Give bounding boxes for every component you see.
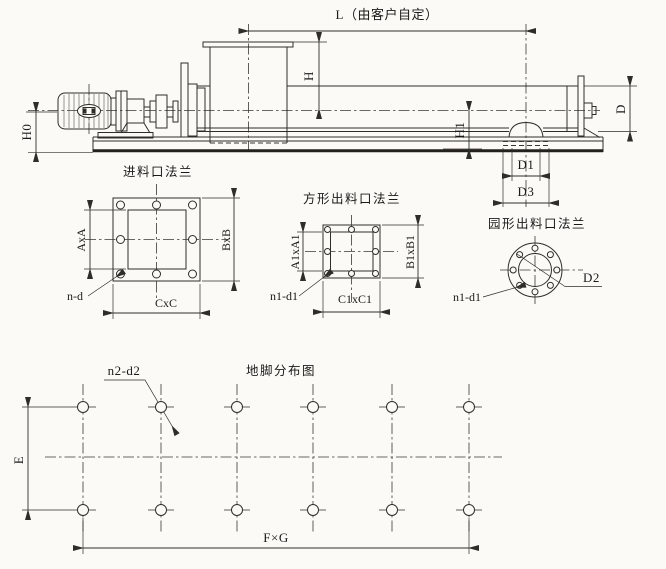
coupling xyxy=(143,94,179,129)
drive-foot-plate xyxy=(97,132,154,139)
square-outlet-title: 方形出料口法兰 xyxy=(303,191,401,206)
foundation-layout-view: 地脚分布图 n2-d2 E xyxy=(11,363,502,554)
inlet-holes-label: n-d xyxy=(67,289,83,303)
reducer xyxy=(97,90,154,139)
base-frame xyxy=(28,136,604,153)
square-outlet-bolt-label: B1xB1 xyxy=(403,235,417,269)
inlet-inner-dim-label: AxA xyxy=(74,228,88,252)
inlet-flange-title: 进料口法兰 xyxy=(123,165,193,179)
foundation-column-centerlines xyxy=(82,384,470,534)
outlet-height-label: H1 xyxy=(452,122,467,139)
dim-square-outlet-inner: A1xA1 xyxy=(288,222,322,281)
dim-outlet-diameters: D1 D3 xyxy=(493,157,559,206)
dim-square-outlet-outer: C1xC1 xyxy=(313,281,390,318)
round-outlet-bore xyxy=(518,253,552,287)
square-outlet-outer-label: C1xC1 xyxy=(338,292,372,306)
dim-square-outlet-bolt: B1xB1 xyxy=(382,215,424,288)
inlet-outer-dim-label: CxC xyxy=(155,296,177,310)
dim-outlet-height: H1 xyxy=(443,101,482,159)
tube-diameter-label: D xyxy=(613,104,628,114)
foundation-bolt-holes xyxy=(77,401,475,516)
outlet-inner-dia-label: D1 xyxy=(518,157,535,172)
inlet-bolt-dim-label: BxB xyxy=(219,229,233,251)
motor-nameplate xyxy=(77,104,101,118)
dim-length: L（由客户自定） xyxy=(238,7,536,34)
foundation-row-spacing-label: E xyxy=(11,456,26,464)
dim-drive-height: H0 xyxy=(19,102,57,162)
round-outlet-flange-view: 园形出料口法兰 D2 n1-d1 xyxy=(453,217,602,304)
machine-side-view: L（由客户自定） H H1 H0 D D1 xyxy=(19,7,637,207)
foundation-hole-marks xyxy=(70,406,482,511)
inlet-flange-bolt-holes xyxy=(116,200,197,279)
end-bearing-plate xyxy=(577,75,585,137)
inlet-hopper xyxy=(202,41,294,144)
foundation-length-label: F×G xyxy=(263,530,288,545)
dim-foundation-row-spacing: E xyxy=(11,397,70,520)
dim-foundation-length: F×G xyxy=(73,518,479,554)
dim-inlet-height: H xyxy=(293,32,327,119)
dim-inlet-flange-outer: CxC xyxy=(103,284,210,319)
drive-unit xyxy=(57,62,206,139)
end-shaft-stub xyxy=(591,106,597,115)
tube-left-cap xyxy=(196,87,206,132)
inlet-height-label: H xyxy=(301,71,316,81)
inlet-flange-plate xyxy=(202,41,294,48)
outlet-outer-dia-label: D3 xyxy=(518,184,535,199)
round-outlet-bolt-circle-label: D2 xyxy=(583,270,600,285)
length-dim-label: L（由客户自定） xyxy=(336,7,439,22)
square-outlet-holes-label: n1-d1 xyxy=(270,289,298,303)
drive-height-label: H0 xyxy=(19,124,34,141)
round-outlet-holes-callout: n1-d1 xyxy=(453,281,527,304)
inlet-flange-view: 进料口法兰 AxA BxB CxC n- xyxy=(67,165,240,319)
round-outlet-holes-label: n1-d1 xyxy=(453,290,481,304)
conveyor-tube xyxy=(197,85,578,132)
round-outlet-bolt-circle-callout: D2 xyxy=(516,253,602,287)
foundation-title: 地脚分布图 xyxy=(246,363,316,378)
dim-inlet-flange-bolt: BxB xyxy=(202,188,240,291)
dim-tube-diameter: D xyxy=(584,76,637,142)
foundation-holes-label: n2-d2 xyxy=(108,363,141,378)
square-outlet-flange-view: 方形出料口法兰 A1xA1 B1xB1 C1xC1 xyxy=(270,191,424,318)
end-support-bracket xyxy=(583,127,601,138)
motor xyxy=(57,92,112,130)
round-outlet-title: 园形出料口法兰 xyxy=(488,217,586,231)
drive-end-flange xyxy=(187,83,198,137)
drive-end-plate xyxy=(180,62,189,138)
inlet-flange-holes-callout: n-d xyxy=(67,268,126,303)
discharge-end xyxy=(577,75,601,138)
square-outlet-holes-callout: n1-d1 xyxy=(270,268,334,303)
square-outlet-inner-label: A1xA1 xyxy=(288,234,302,269)
